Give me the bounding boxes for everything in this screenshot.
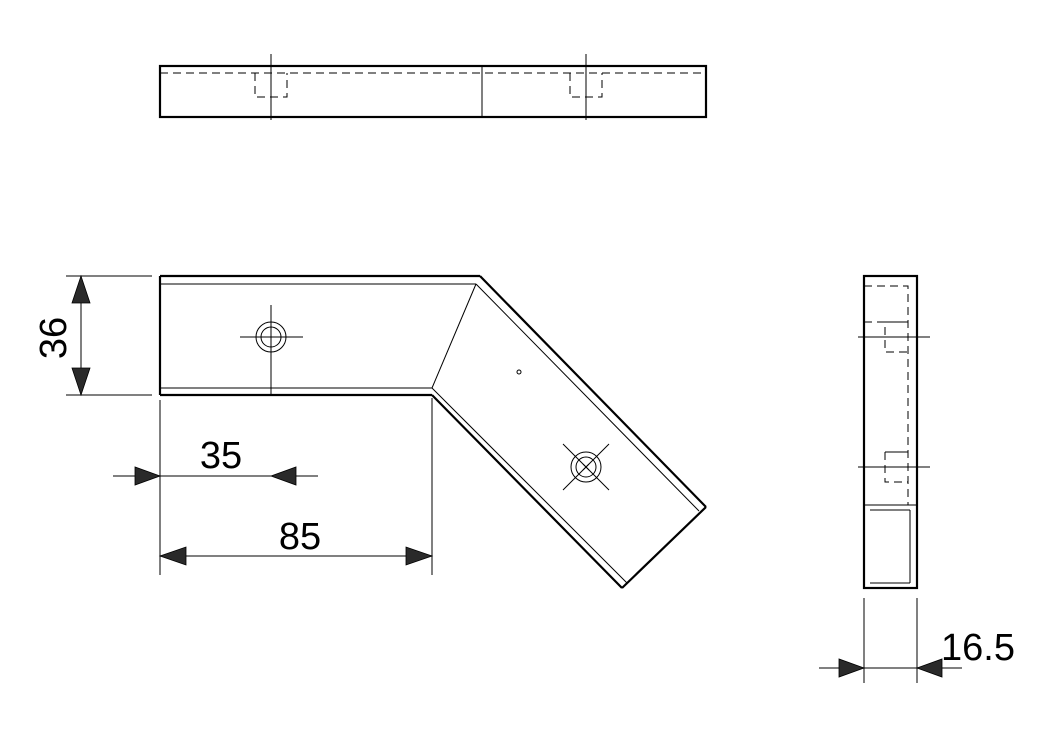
side-view-hidden-edge [864,285,909,505]
dim-16-5-arrow-left [838,658,866,678]
front-view [158,274,707,589]
dimension-hole-offset: 35 [113,400,318,575]
right-hole-center-mark-b [582,463,590,471]
reference-dot [516,369,522,375]
front-mitre-line [431,283,477,389]
dim-36-arrow-top [71,274,91,304]
dim-35-arrow-right [269,466,297,486]
dimension-thickness: 16.5 [819,598,1015,683]
top-view [158,54,708,120]
angled-bottom-inner-edge [431,387,628,584]
dim-16-5-arrow-right [915,658,943,678]
angled-end [621,506,707,589]
right-hole-inner [575,456,597,478]
right-hole [562,443,610,491]
dim-85-arrow-right [405,546,434,566]
angled-bottom-edge [431,394,623,589]
side-lower-hole-hidden [884,452,908,483]
dim-35-label: 35 [200,435,242,477]
dim-35-arrow-left [134,466,162,486]
side-view-outline [862,274,919,590]
dim-85-arrow-left [158,546,187,566]
left-hole [240,305,303,395]
dim-85-label: 85 [279,516,321,558]
dimension-length: 85 [158,398,434,575]
dim-36-label: 36 [33,317,75,359]
right-hole-outer [570,451,602,483]
dimension-height: 36 [33,274,152,397]
side-view [858,274,930,590]
angled-inner-edge [475,283,700,512]
dim-16-5-label: 16.5 [941,627,1015,669]
angled-top-edge [479,275,707,508]
top-view-outline [158,64,708,119]
dim-36-arrow-bottom [71,367,91,397]
